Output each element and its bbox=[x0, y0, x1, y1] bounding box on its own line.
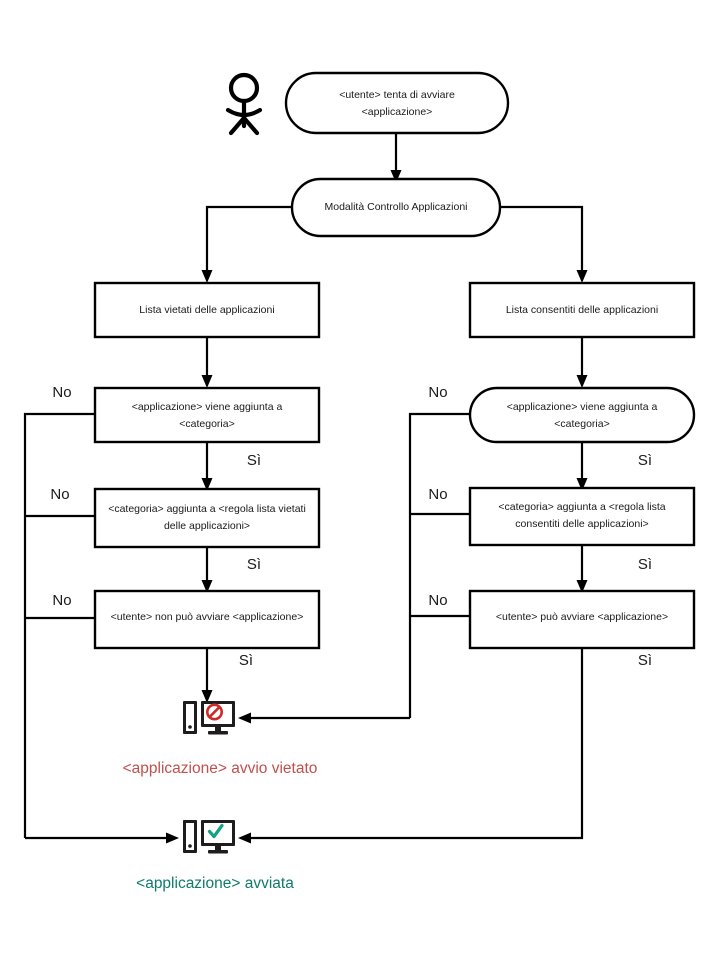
node-deny-category-line1: <applicazione> viene aggiunta a bbox=[132, 401, 283, 413]
node-denylist[interactable]: Lista vietati delle applicazioni bbox=[93, 281, 321, 339]
user-actor-icon bbox=[225, 72, 263, 136]
node-allow-category-line1: <applicazione> viene aggiunta a bbox=[507, 401, 658, 413]
edge-label-right-no-3: No bbox=[428, 592, 447, 609]
node-deny-result[interactable]: <utente> non può avviare <applicazione> bbox=[93, 589, 321, 650]
node-mode-label: Modalità Controllo Applicazioni bbox=[325, 201, 468, 213]
node-start[interactable]: <utente> tenta di avviare <applicazione> bbox=[284, 71, 510, 135]
node-deny-category[interactable]: <applicazione> viene aggiunta a <categor… bbox=[93, 386, 321, 444]
node-allow-rule-line2: consentiti delle applicazioni> bbox=[515, 518, 648, 530]
edge-label-left-no-3: No bbox=[52, 592, 71, 609]
started-outcome-caption: <applicazione> avviata bbox=[136, 875, 294, 892]
edge-label-left-no-1: No bbox=[52, 384, 71, 401]
edge-left-no-rail bbox=[23, 412, 179, 844]
node-deny-result-label: <utente> non può avviare <applicazione> bbox=[111, 611, 304, 623]
node-allow-rule-line1: <categoria> aggiunta a <regola lista bbox=[498, 501, 665, 513]
node-allow-result[interactable]: <utente> può avviare <applicazione> bbox=[468, 589, 696, 650]
computer-blocked-icon bbox=[183, 701, 235, 735]
edge-label-left-yes-3: Sì bbox=[239, 652, 253, 669]
edge-label-left-no-2: No bbox=[50, 486, 69, 503]
edge-denylist-to-deny-category bbox=[201, 337, 213, 388]
node-start-line2: <applicazione> bbox=[362, 106, 433, 118]
node-application-control-mode[interactable]: Modalità Controllo Applicazioni bbox=[290, 177, 502, 238]
node-deny-rule[interactable]: <categoria> aggiunta a <regola lista vie… bbox=[93, 487, 321, 549]
edge-deny-category-to-deny-rule bbox=[201, 442, 213, 491]
node-allow-category[interactable]: <applicazione> viene aggiunta a <categor… bbox=[468, 386, 696, 444]
node-allow-result-label: <utente> può avviare <applicazione> bbox=[496, 611, 668, 623]
edge-label-left-yes-2: Sì bbox=[247, 556, 261, 573]
node-allowlist-label: Lista consentiti delle applicazioni bbox=[506, 304, 658, 316]
node-denylist-label: Lista vietati delle applicazioni bbox=[139, 304, 274, 316]
node-allow-category-line2: <categoria> bbox=[554, 418, 609, 430]
edge-label-right-no-2: No bbox=[428, 486, 447, 503]
node-allow-rule[interactable]: <categoria> aggiunta a <regola lista con… bbox=[468, 486, 696, 547]
edge-label-right-yes-2: Sì bbox=[638, 556, 652, 573]
node-start-line1: <utente> tenta di avviare bbox=[339, 89, 455, 101]
edge-deny-result-to-blocked bbox=[201, 648, 213, 703]
node-deny-rule-line2: delle applicazioni> bbox=[164, 520, 250, 532]
node-deny-rule-line1: <categoria> aggiunta a <regola lista vie… bbox=[108, 503, 306, 515]
edge-deny-rule-to-deny-result bbox=[201, 547, 213, 593]
edge-allow-rule-to-allow-result bbox=[576, 545, 588, 593]
edge-start-to-mode bbox=[390, 133, 402, 183]
edge-mode-to-allowlist bbox=[500, 205, 588, 283]
edge-allow-result-to-started bbox=[238, 648, 584, 844]
edge-label-right-yes-1: Sì bbox=[638, 452, 652, 469]
edge-allowlist-to-allow-category bbox=[576, 337, 588, 388]
computer-allowed-icon bbox=[183, 820, 235, 854]
node-allowlist[interactable]: Lista consentiti delle applicazioni bbox=[468, 281, 696, 339]
blocked-outcome-caption: <applicazione> avvio vietato bbox=[123, 760, 318, 777]
edge-right-no-rail bbox=[238, 412, 470, 724]
edge-mode-to-denylist bbox=[201, 205, 292, 283]
edge-label-right-no-1: No bbox=[428, 384, 447, 401]
edge-allow-category-to-allow-rule bbox=[576, 442, 588, 491]
edge-label-left-yes-1: Sì bbox=[247, 452, 261, 469]
edge-label-right-yes-3: Sì bbox=[638, 652, 652, 669]
node-deny-category-line2: <categoria> bbox=[179, 418, 234, 430]
